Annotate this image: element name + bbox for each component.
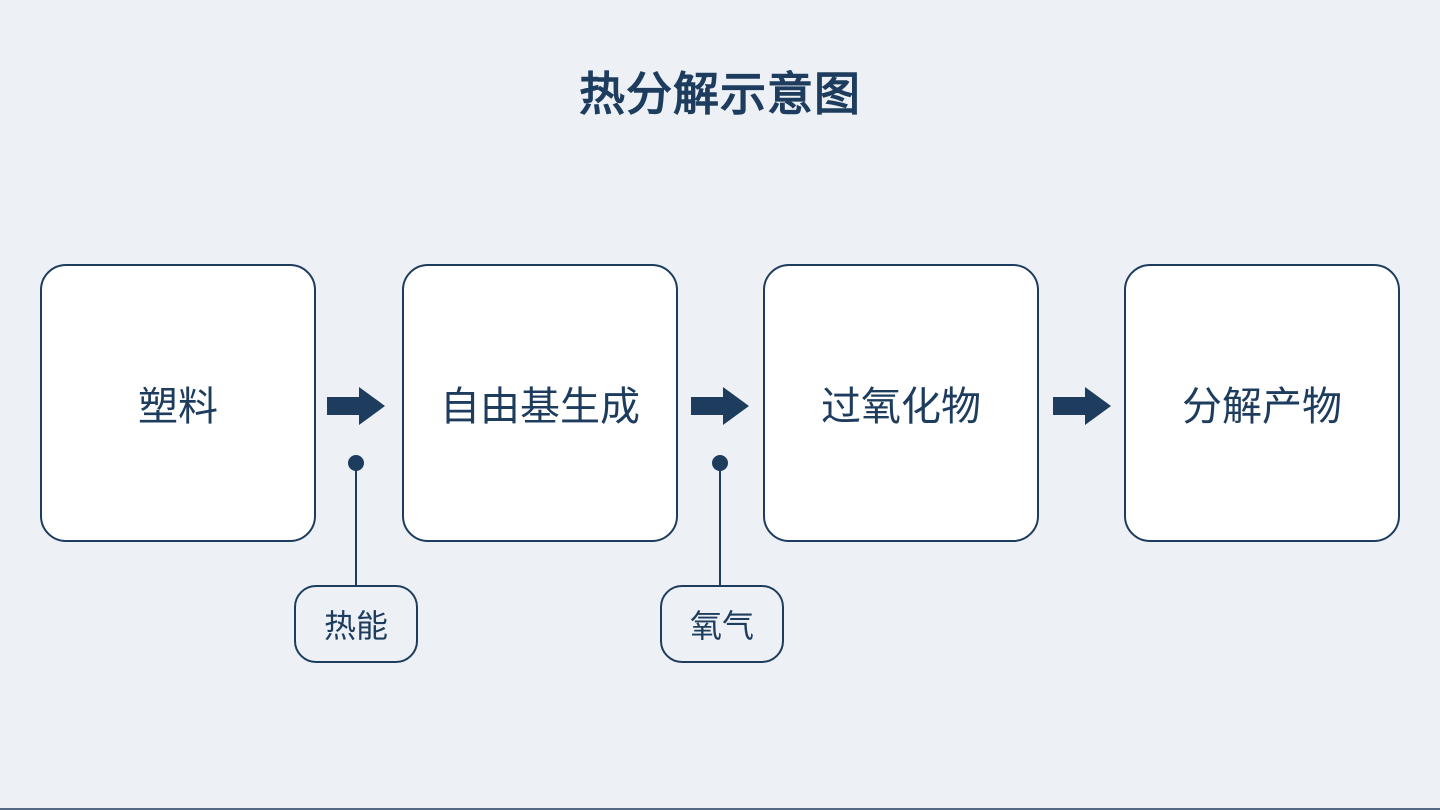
flow-node-label: 过氧化物 [821,385,981,429]
connector-dot [348,455,364,471]
arrow-shaft [1053,397,1085,415]
arrow-shaft [691,397,723,415]
arrow-head [723,387,749,425]
flow-node-peroxide: 过氧化物 [763,264,1039,542]
connector-line [355,466,357,586]
connector-dot [712,455,728,471]
arrow-head [359,387,385,425]
arrow-head [1085,387,1111,425]
input-node-thermal-energy: 热能 [294,585,418,663]
page-title: 热分解示意图 [579,68,861,120]
flow-node-label: 塑料 [138,385,218,429]
bottom-edge-line [0,808,1440,810]
input-node-oxygen: 氧气 [660,585,784,663]
flow-node-label: 分解产物 [1182,385,1342,429]
arrow-right-icon [691,387,749,425]
input-node-label: 氧气 [689,608,754,644]
flow-node-decomposition-products: 分解产物 [1124,264,1400,542]
input-node-label: 热能 [323,608,388,644]
flow-node-plastic: 塑料 [40,264,316,542]
flow-node-label: 自由基生成 [440,385,640,429]
arrow-right-icon [327,387,385,425]
arrow-right-icon [1053,387,1111,425]
flow-node-free-radical: 自由基生成 [402,264,678,542]
connector-line [719,466,721,586]
arrow-shaft [327,397,359,415]
